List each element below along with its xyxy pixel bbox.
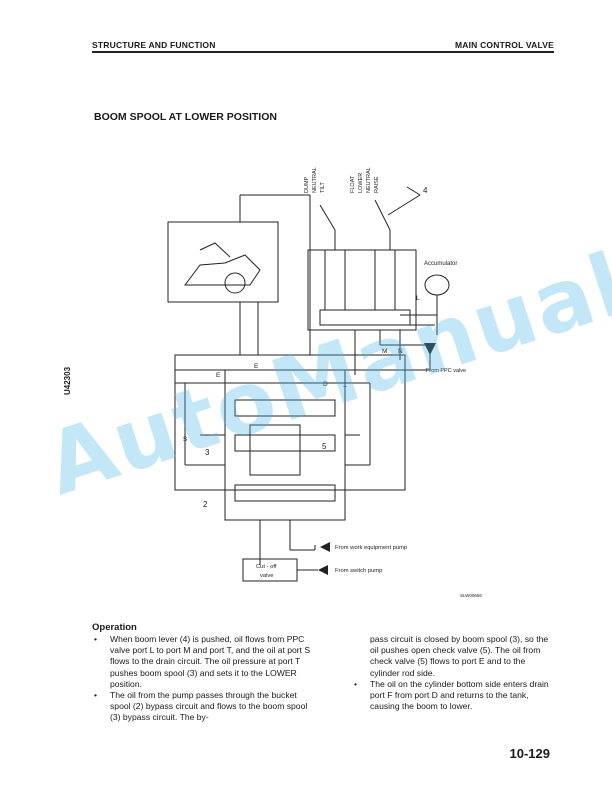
header-section-title: STRUCTURE AND FUNCTION — [92, 40, 216, 50]
port-n-label: N — [398, 348, 403, 355]
operation-text: The oil on the cylinder bottom side ente… — [370, 678, 549, 712]
callout-2: 2 — [203, 500, 208, 509]
operation-left-column: • When boom lever (4) is pushed, oil flo… — [92, 634, 312, 724]
lever-label-float: FLOAT — [350, 175, 356, 193]
main-valve-body — [224, 369, 346, 521]
loader-illustration-box — [167, 221, 279, 303]
boom-spool — [234, 399, 336, 417]
bucket-spool — [234, 484, 336, 502]
port-l-label: L — [416, 295, 420, 302]
operation-right-column: pass circuit is closed by boom spool (3)… — [352, 634, 552, 712]
port-d-label: D — [323, 381, 328, 388]
lever-label-neutral-left: NEUTRAL — [312, 167, 318, 193]
bullet-dot: • — [94, 690, 98, 701]
operation-text: When boom lever (4) is pushed, oil flows… — [110, 634, 311, 689]
port-e-label: E — [216, 372, 221, 379]
operation-bullet: • The oil from the pump passes through t… — [92, 690, 312, 724]
from-work-pump-label: From work equipment pump — [335, 545, 407, 551]
ppc-inlet-arrow — [424, 343, 436, 355]
from-ppc-label: From PPC valve — [426, 368, 466, 374]
lever-label-dump: DUMP — [304, 176, 310, 193]
operation-title: Operation — [92, 622, 137, 633]
lever-label-raise: RAISE — [374, 176, 380, 193]
port-e-top-label: E — [254, 363, 259, 370]
bullet-dot: • — [354, 678, 358, 689]
callout-4: 4 — [423, 186, 428, 195]
header-divider — [92, 51, 554, 53]
port-m-label: M — [382, 348, 387, 355]
lever-label-neutral-right: NEUTRAL — [366, 167, 372, 193]
cutoff-label-2: valve — [260, 573, 274, 579]
bucket-lever — [319, 204, 336, 250]
accumulator-label: Accumulator — [424, 261, 457, 267]
section-title: BOOM SPOOL AT LOWER POSITION — [94, 111, 277, 123]
operation-continuation: pass circuit is closed by boom spool (3)… — [370, 634, 549, 678]
cutoff-label-1: Cut - off — [256, 564, 277, 570]
figure-code: SLW00656 — [460, 593, 482, 598]
bucket-arm-shape — [184, 254, 261, 286]
boom-lever — [374, 199, 391, 250]
accumulator-symbol — [424, 274, 450, 296]
work-pump-arrow — [320, 542, 330, 552]
lever-label-tilt: TILT — [320, 181, 326, 193]
hydraulic-circuit-diagram: DUMP NEUTRAL TILT FLOAT LOWER NEUTRAL RA… — [167, 167, 482, 598]
operation-bullet: • When boom lever (4) is pushed, oil flo… — [92, 634, 312, 690]
bullet-dot: • — [94, 634, 98, 644]
switch-pump-arrow — [318, 565, 328, 575]
ppc-valve-body — [307, 249, 417, 331]
port-s-label: S — [183, 436, 188, 443]
operation-text: The oil from the pump passes through the… — [110, 690, 308, 723]
callout-5: 5 — [322, 442, 327, 451]
header-chapter-title: MAIN CONTROL VALVE — [455, 40, 554, 50]
callout-3: 3 — [205, 448, 210, 457]
from-switch-pump-label: From switch pump — [335, 568, 382, 574]
lever-label-lower: LOWER — [358, 173, 364, 193]
operation-bullet: • The oil on the cylinder bottom side en… — [352, 679, 552, 713]
port-t-label: T — [343, 386, 347, 393]
side-code: U42303 — [63, 366, 72, 395]
page-number: 10-129 — [509, 746, 550, 761]
